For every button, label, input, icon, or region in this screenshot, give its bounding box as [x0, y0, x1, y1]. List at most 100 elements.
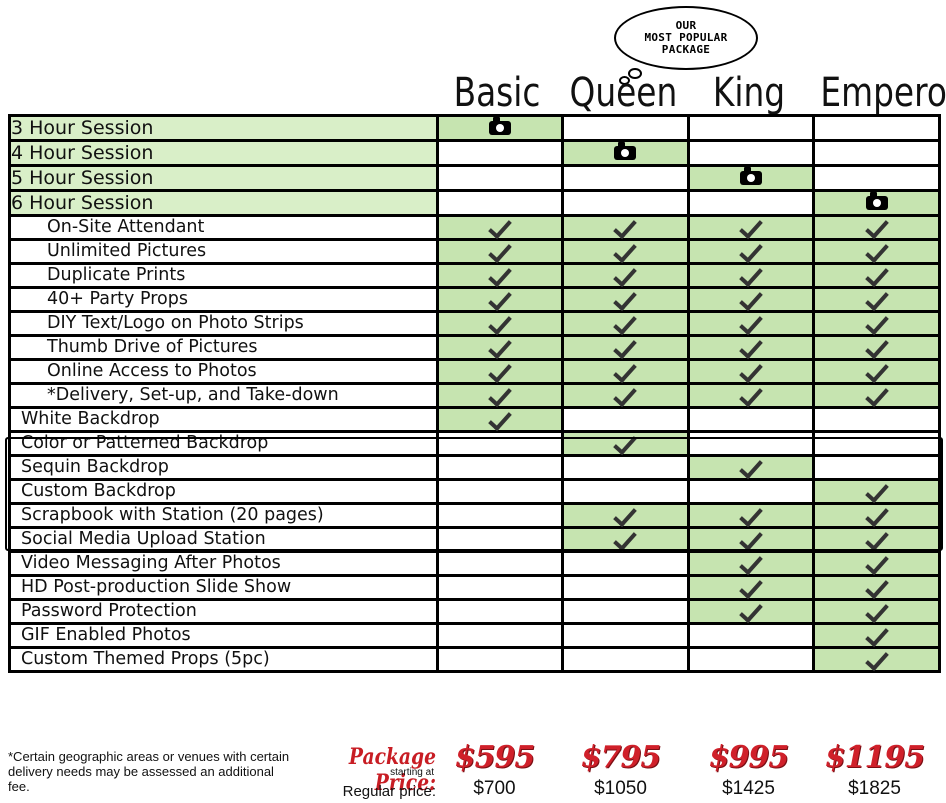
cell-king [686, 358, 816, 385]
table-row: GIF Enabled Photos [8, 622, 941, 649]
checkmark-icon [739, 358, 763, 384]
bubble-line-3: PACKAGE [661, 43, 711, 56]
cell-emperor [812, 164, 941, 192]
cell-basic [435, 164, 565, 192]
cell-king [686, 310, 816, 337]
cell-queen [561, 114, 690, 142]
checkmark-icon [487, 262, 512, 288]
cell-emperor [812, 478, 941, 505]
cell-king [686, 238, 816, 265]
cell-basic [435, 430, 565, 457]
cell-queen [561, 622, 690, 649]
cell-emperor [812, 238, 941, 265]
checkmark-icon [613, 310, 638, 336]
checkmark-icon [613, 214, 638, 240]
checkmark-icon [739, 454, 763, 480]
cell-queen [561, 358, 690, 385]
cell-king [686, 622, 816, 649]
feature-label: On-Site Attendant [8, 214, 439, 241]
regular-price-emperor: $1825 [848, 778, 901, 799]
cell-king [686, 454, 816, 481]
checkmark-icon [864, 550, 889, 576]
checkmark-icon [864, 598, 889, 624]
cell-emperor [812, 114, 941, 142]
bubble-puff-small [619, 76, 630, 85]
table-row: Social Media Upload Station [8, 526, 941, 553]
checkmark-icon [613, 526, 638, 552]
table-row: Custom Themed Props (5pc) [8, 646, 941, 673]
checkmark-icon [864, 478, 889, 504]
table-row: Online Access to Photos [8, 358, 941, 385]
feature-label: Duplicate Prints [8, 262, 439, 289]
package-price-label: Package Price: [348, 744, 436, 796]
table-row: 40+ Party Props [8, 286, 941, 313]
checkmark-icon [487, 310, 512, 336]
table-row: 6 Hour Session [8, 189, 941, 217]
table-row: *Delivery, Set-up, and Take-down [8, 382, 941, 409]
cell-basic [435, 574, 565, 601]
cell-king [686, 598, 816, 625]
cell-queen [561, 334, 690, 361]
checkmark-icon [864, 502, 889, 528]
checkmark-icon [739, 502, 763, 528]
regular-price-label: Regular price: [342, 783, 436, 800]
checkmark-icon [739, 334, 763, 360]
feature-label: Social Media Upload Station [8, 526, 439, 553]
cell-king [686, 430, 816, 457]
cell-queen [561, 189, 690, 217]
checkmark-icon [613, 286, 638, 312]
table-row: 4 Hour Session [8, 139, 941, 167]
cell-queen [561, 164, 690, 192]
cell-queen [561, 574, 690, 601]
checkmark-icon [613, 238, 638, 264]
table-row: On-Site Attendant [8, 214, 941, 241]
checkmark-icon [739, 526, 763, 552]
cell-queen [561, 430, 690, 457]
table-row: Thumb Drive of Pictures [8, 334, 941, 361]
regular-price-queen: $1050 [594, 778, 647, 799]
feature-label: 5 Hour Session [8, 164, 439, 192]
feature-label: Scrapbook with Station (20 pages) [8, 502, 439, 529]
cell-basic [435, 646, 565, 673]
price-basic: $595 [454, 740, 536, 775]
table-row: White Backdrop [8, 406, 941, 433]
delivery-footnote: *Certain geographic areas or venues with… [8, 749, 290, 794]
cell-emperor [812, 286, 941, 313]
cell-emperor [812, 214, 941, 241]
cell-emperor [812, 406, 941, 433]
checkmark-icon [613, 502, 638, 528]
cell-queen [561, 526, 690, 553]
checkmark-icon [613, 382, 638, 408]
checkmark-icon [613, 334, 638, 360]
cell-king [686, 550, 816, 577]
cell-king [686, 189, 816, 217]
cell-king [686, 382, 816, 409]
cell-basic [435, 139, 565, 167]
price-emperor: $1195 [824, 740, 925, 775]
cell-queen [561, 478, 690, 505]
feature-label: GIF Enabled Photos [8, 622, 439, 649]
cell-king [686, 262, 816, 289]
feature-label: Unlimited Pictures [8, 238, 439, 265]
cell-king [686, 164, 816, 192]
feature-label: Video Messaging After Photos [8, 550, 439, 577]
cell-king [686, 502, 816, 529]
feature-label: HD Post-production Slide Show [8, 574, 439, 601]
cell-emperor [812, 454, 941, 481]
checkmark-icon [487, 406, 512, 432]
cell-king [686, 526, 816, 553]
cell-queen [561, 214, 690, 241]
checkmark-icon [864, 358, 889, 384]
checkmark-icon [487, 382, 512, 408]
cell-basic [435, 114, 565, 142]
checkmark-icon [487, 238, 512, 264]
cell-queen [561, 598, 690, 625]
table-row: 5 Hour Session [8, 164, 941, 192]
table-row: 3 Hour Session [8, 114, 941, 142]
feature-label: 40+ Party Props [8, 286, 439, 313]
checkmark-icon [487, 286, 512, 312]
cell-basic [435, 262, 565, 289]
table-row: Custom Backdrop [8, 478, 941, 505]
camera-icon [488, 117, 511, 135]
cell-king [686, 646, 816, 673]
